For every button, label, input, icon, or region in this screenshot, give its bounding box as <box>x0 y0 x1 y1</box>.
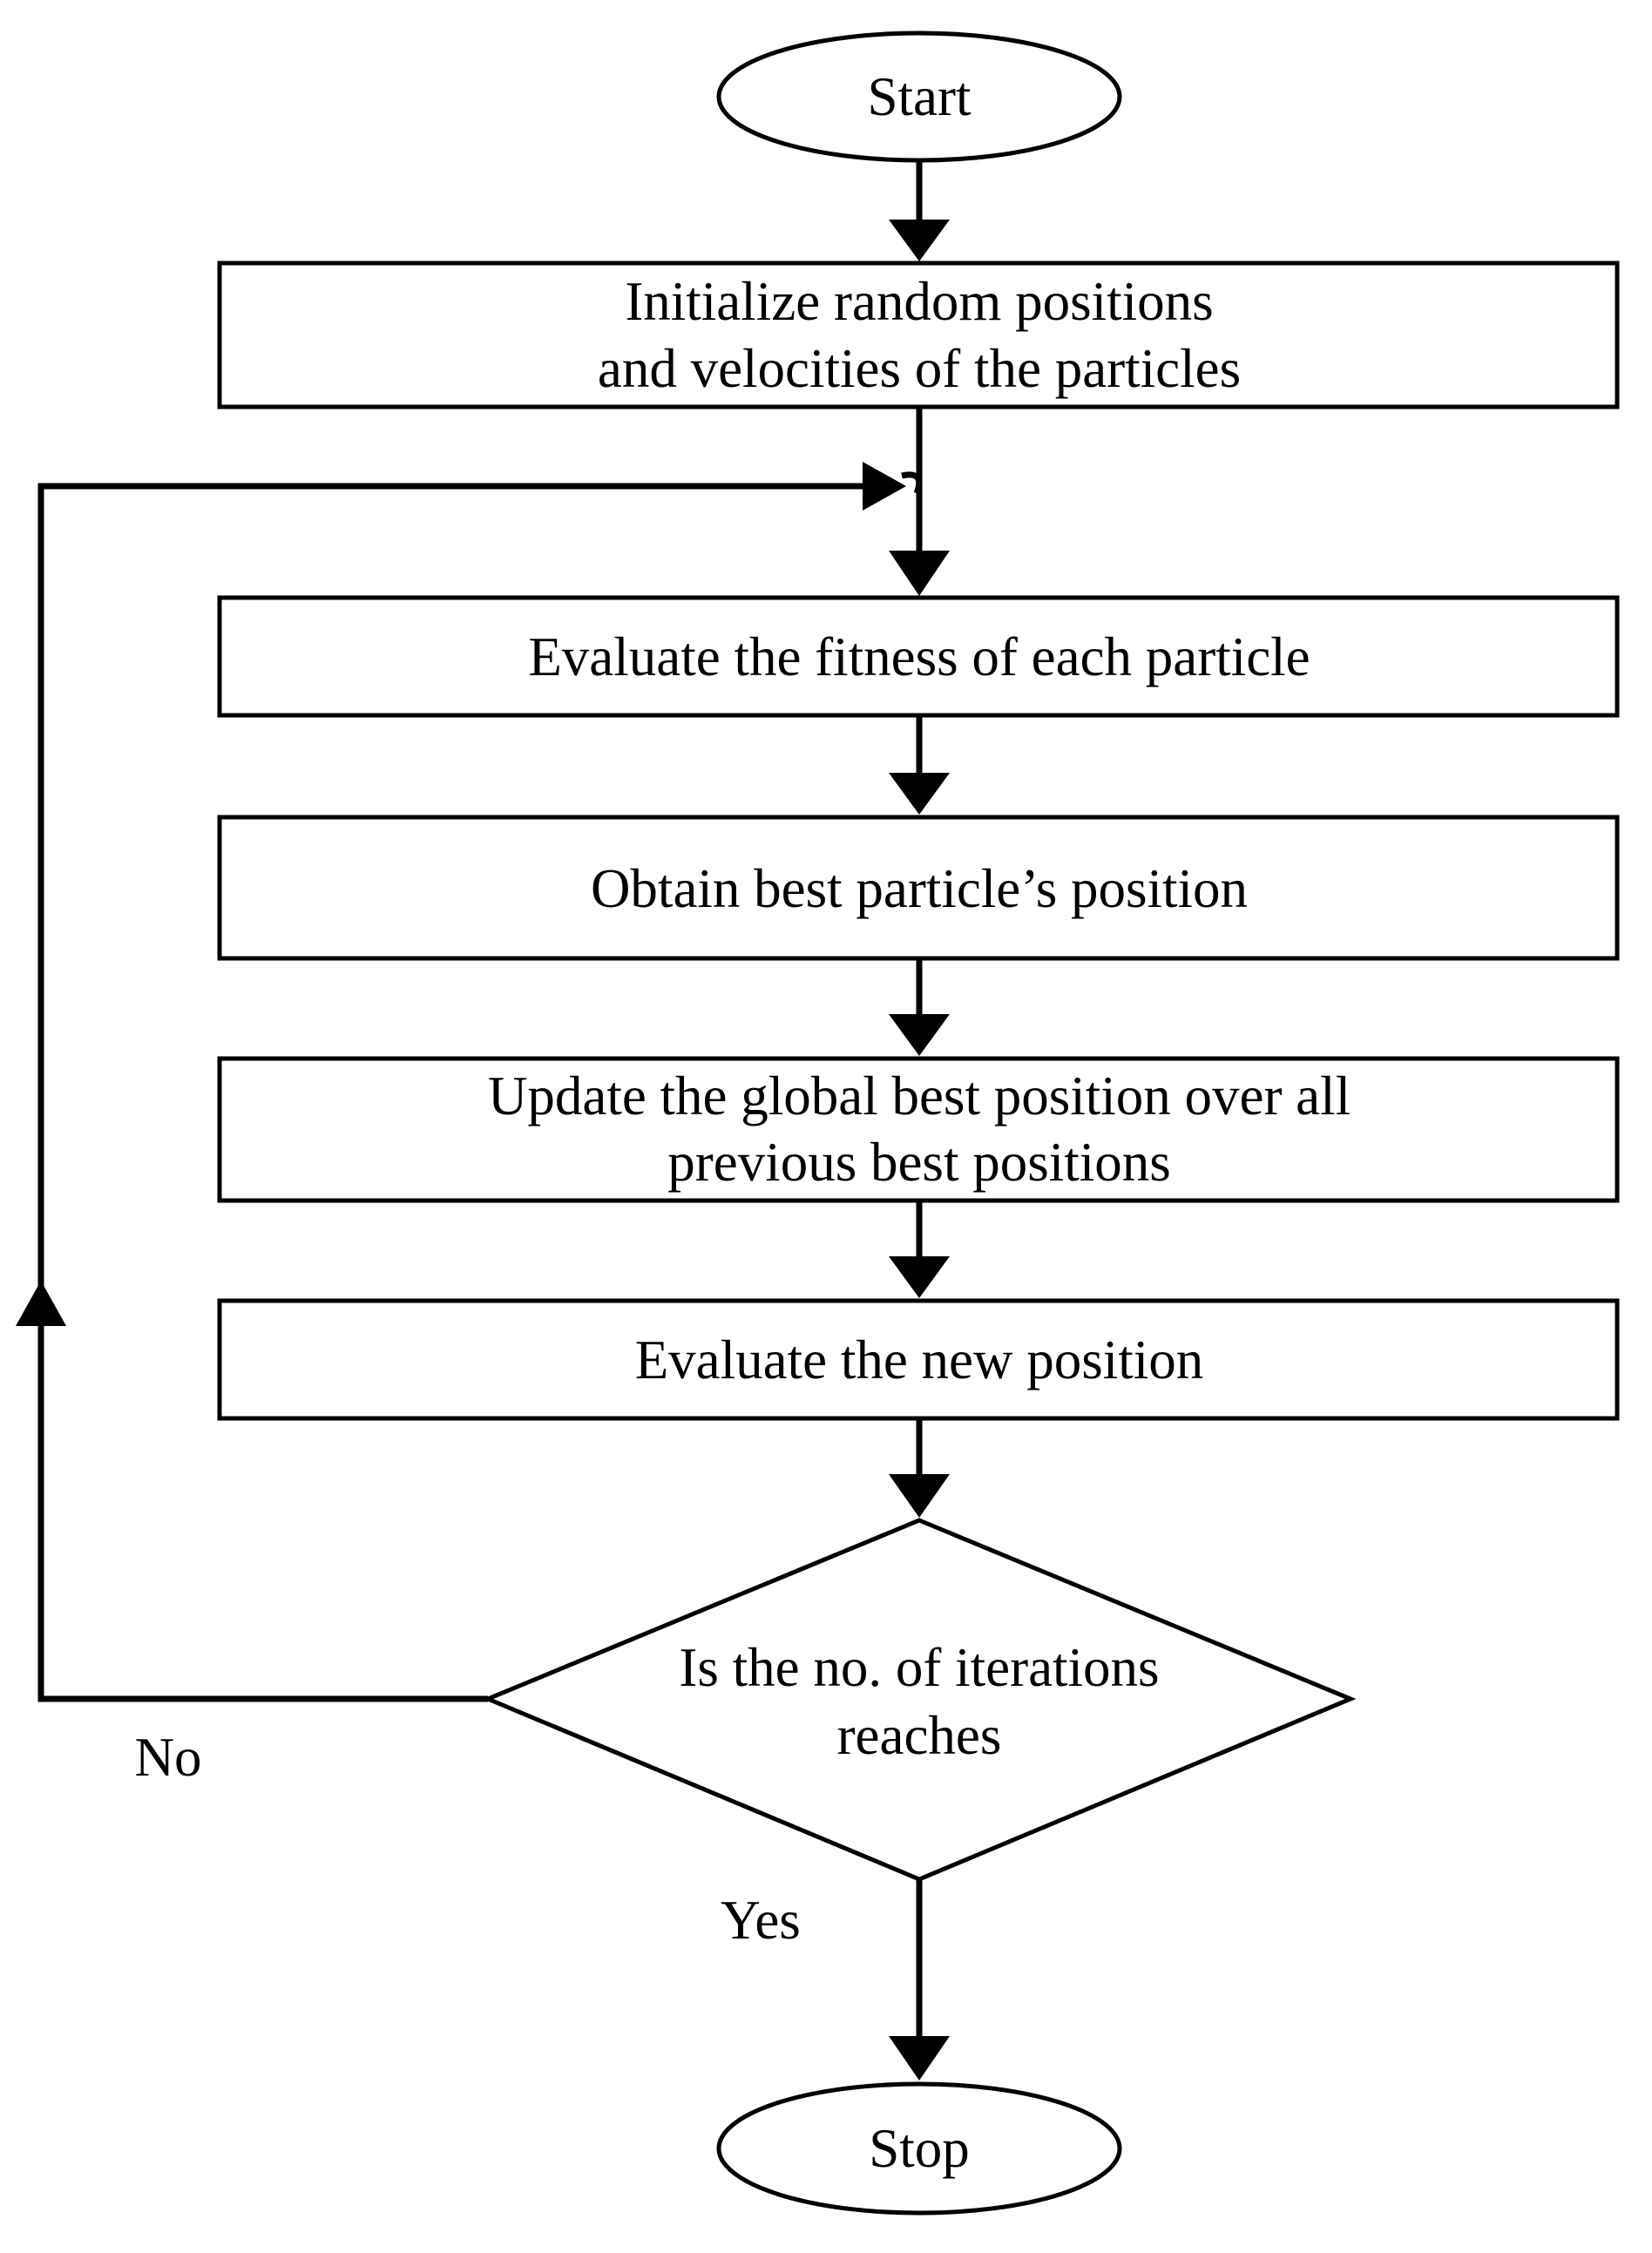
fitness-label: Evaluate the fitness of each particle <box>528 626 1310 687</box>
arrow-no-loop <box>16 462 906 1702</box>
stop-node: Stop <box>716 2081 1122 2216</box>
start-node: Start <box>716 30 1122 163</box>
evaluate-label: Evaluate the new position <box>635 1329 1204 1390</box>
arrow-start-to-init <box>889 161 950 261</box>
evaluate-node: Evaluate the new position <box>217 1298 1620 1421</box>
best-node: Obtain best particle’s position <box>217 815 1620 961</box>
arrow-init-to-fitness <box>889 408 950 596</box>
decision-node: Is the no. of iterations reaches <box>482 1518 1357 1882</box>
update-node: Update the global best position over all… <box>217 1056 1620 1203</box>
init-label-line-1: Initialize random positions <box>625 271 1213 332</box>
yes-edge-label: Yes <box>721 1890 801 1951</box>
arrow-fitness-to-best <box>889 716 950 815</box>
init-node: Initialize random positions and velociti… <box>217 260 1620 409</box>
no-edge-label: No <box>135 1727 202 1788</box>
update-label-line-1: Update the global best position over all <box>488 1066 1351 1126</box>
arrow-decision-to-stop <box>889 1880 950 2080</box>
best-label: Obtain best particle’s position <box>591 858 1248 919</box>
stop-label: Stop <box>869 2118 970 2179</box>
loop-merge-junction <box>901 471 923 495</box>
decision-label-line-1: Is the no. of iterations <box>679 1637 1159 1698</box>
arrow-update-to-evaluate <box>889 1201 950 1298</box>
decision-label-line-2: reaches <box>837 1705 1002 1766</box>
fitness-node: Evaluate the fitness of each particle <box>217 595 1620 718</box>
arrow-evaluate-to-decision <box>889 1419 950 1518</box>
arrow-best-to-update <box>889 959 950 1056</box>
update-label-line-2: previous best positions <box>667 1132 1171 1193</box>
start-label: Start <box>868 66 972 127</box>
init-label-line-2: and velocities of the particles <box>598 338 1241 399</box>
